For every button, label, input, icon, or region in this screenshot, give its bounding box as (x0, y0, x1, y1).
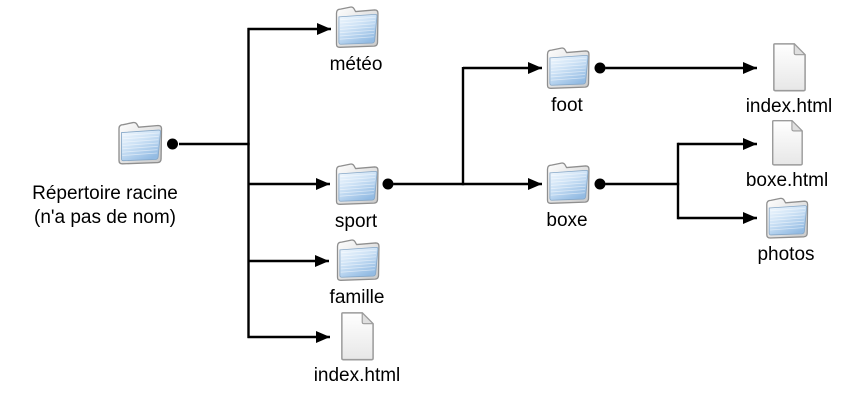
junction-dot-boxe (594, 178, 606, 190)
junction-dot-foot (594, 62, 606, 74)
node-label: météo (329, 54, 383, 75)
file-icon (766, 118, 808, 168)
junction-dot-sport (382, 178, 394, 190)
node-foot-folder: foot (507, 43, 627, 117)
node-label: index.html (745, 96, 833, 117)
node-index-foot-file: index.html (729, 41, 849, 118)
folder-icon (541, 158, 593, 208)
node-label: boxe (546, 210, 588, 231)
node-photos-folder: photos (726, 194, 846, 266)
folder-icon (330, 2, 382, 52)
node-meteo-folder: météo (296, 2, 416, 76)
folder-icon (331, 235, 383, 285)
folder-icon (330, 159, 382, 209)
file-icon (336, 310, 378, 363)
folder-icon (112, 118, 166, 168)
node-index-racine-file: index.html (297, 310, 417, 387)
node-label: boxe.html (745, 170, 829, 191)
node-boxe-folder: boxe (507, 158, 627, 232)
node-sport-folder: sport (296, 159, 416, 233)
node-label: index.html (313, 365, 401, 386)
file-icon (768, 41, 810, 94)
node-boxe-html-file: boxe.html (727, 118, 847, 192)
folder-icon (760, 194, 812, 242)
node-label: photos (757, 244, 815, 265)
junction-dot-root (167, 138, 178, 150)
node-famille-folder: famille (297, 235, 417, 309)
node-root-label: Répertoire racine (n'a pas de nom) (32, 183, 178, 228)
folder-icon (541, 43, 593, 93)
node-label: sport (334, 211, 378, 232)
node-label: famille (329, 287, 385, 308)
node-label: foot (551, 95, 583, 116)
